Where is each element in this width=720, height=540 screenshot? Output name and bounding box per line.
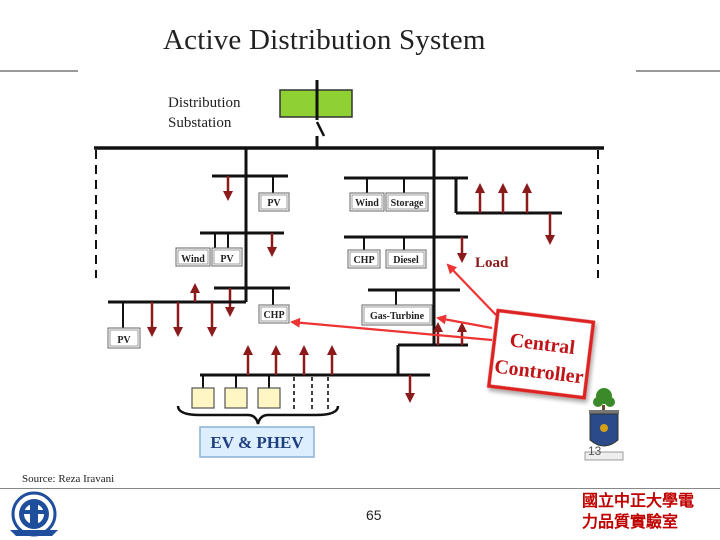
gas-turbine-box-label: Gas-Turbine (370, 311, 425, 322)
substation-label-line2: Substation (168, 115, 232, 131)
university-crest-icon (584, 388, 624, 461)
ev-battery (224, 387, 248, 409)
pv-box-2-label: PV (220, 254, 234, 265)
diesel-box: Diesel (385, 249, 427, 269)
ev-battery (257, 387, 281, 409)
page-number: 65 (366, 507, 382, 523)
control-arrow (290, 317, 493, 342)
wind-box-1-label: Wind (355, 198, 379, 209)
title-rule-right (636, 70, 720, 72)
pv-box-2: PV (211, 247, 243, 267)
university-logo-icon (10, 491, 58, 537)
substation-switch (315, 121, 326, 137)
diesel-box-label: Diesel (393, 255, 419, 266)
title-rule-left (0, 70, 78, 72)
chp-box-1: CHP (347, 249, 381, 269)
chp-box-1-label: CHP (353, 255, 374, 266)
chp-box-2-label: CHP (263, 310, 284, 321)
pv-box-1: PV (258, 192, 290, 212)
wind-box-2: Wind (175, 247, 211, 267)
distribution-diagram: Distribution Substation PV Wind PV CHP (94, 80, 624, 461)
central-controller: Central Controller (486, 308, 596, 400)
ev-phev-label: EV & PHEV (210, 433, 304, 452)
pv-box-3-label: PV (117, 335, 131, 346)
pv-box-1-label: PV (267, 198, 281, 209)
inner-slide-number: 13 (588, 444, 602, 458)
chp-box-2: CHP (258, 304, 290, 324)
control-arrow (436, 314, 493, 330)
storage-box: Storage (385, 192, 429, 212)
control-arrow (446, 263, 497, 316)
ev-phev-box: EV & PHEV (199, 426, 315, 458)
storage-box-label: Storage (391, 198, 424, 209)
footer-rule (0, 488, 720, 489)
lab-name: 國立中正大學電力品質實驗室 (582, 491, 695, 531)
pv-box-3: PV (107, 327, 141, 349)
ev-battery (191, 387, 215, 409)
gas-turbine-box: Gas-Turbine (361, 304, 433, 326)
wind-box-2-label: Wind (181, 254, 205, 265)
ev-brace (176, 405, 340, 425)
slide-title: Active Distribution System (163, 24, 486, 56)
wind-box-1: Wind (349, 192, 385, 212)
source-credit: Source: Reza Iravani (22, 473, 115, 485)
substation-label-line1: Distribution (168, 95, 241, 111)
load-label: Load (475, 255, 509, 271)
